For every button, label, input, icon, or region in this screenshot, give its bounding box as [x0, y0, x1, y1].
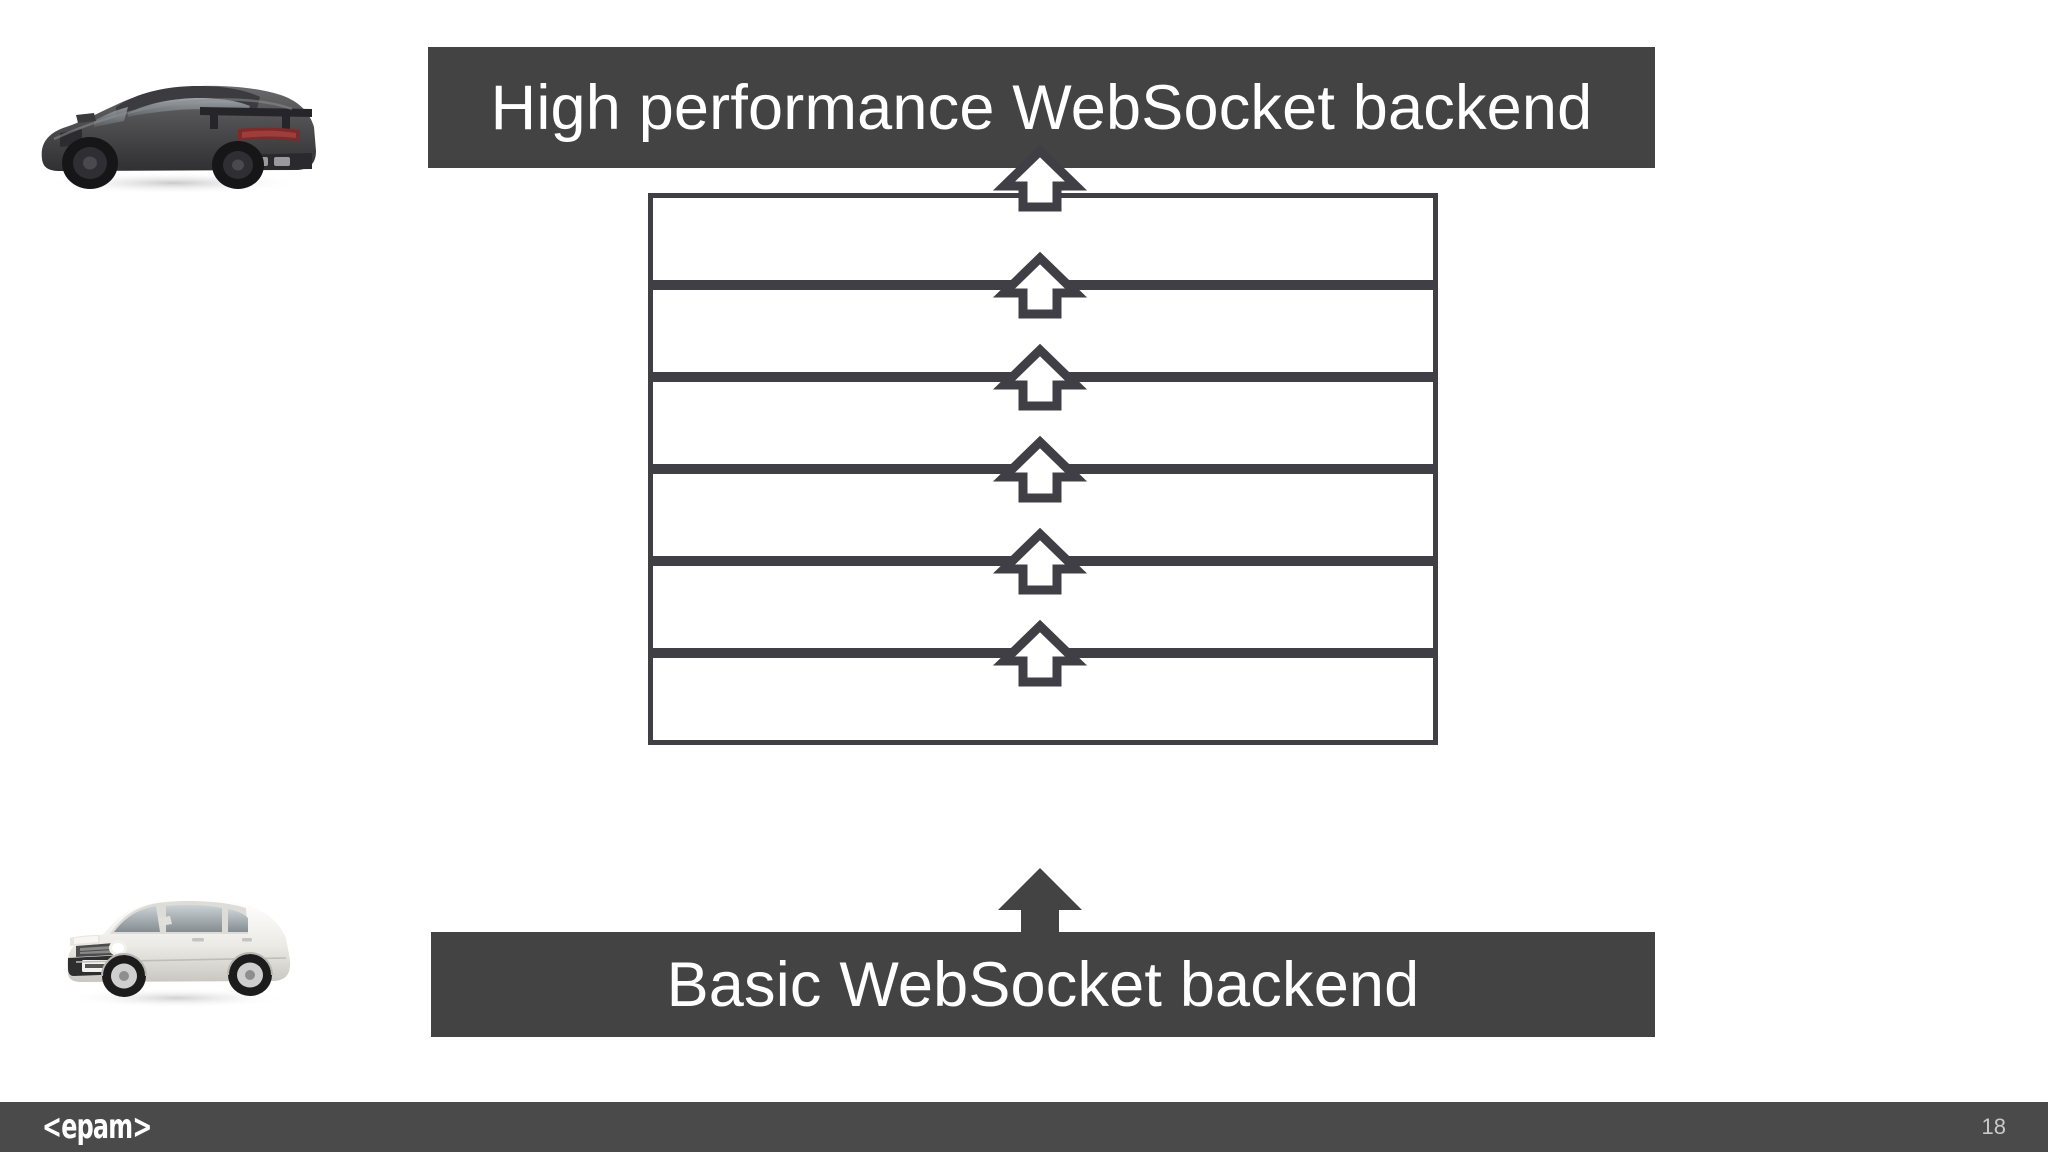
- arrow-box2-to-box3: [992, 343, 1088, 411]
- arrow-box4-to-box5: [992, 527, 1088, 595]
- dark-sports-car-photo: [24, 55, 324, 195]
- banner-high-performance-backend: High performance WebSocket backend: [428, 47, 1655, 168]
- banner-bottom-label: Basic WebSocket backend: [666, 949, 1420, 1020]
- slide-footer: <epam> 18: [0, 1102, 2048, 1152]
- arrow-box1-to-box2: [992, 251, 1088, 319]
- arrow-box5-to-box6: [992, 619, 1088, 687]
- arrow-box3-to-box4: [992, 435, 1088, 503]
- banner-top-label: High performance WebSocket backend: [490, 72, 1593, 143]
- white-hatchback-photo: [52, 880, 302, 1010]
- epam-logo: <epam>: [42, 1107, 152, 1147]
- arrow-from-basic-backend: [996, 868, 1084, 950]
- arrow-to-top-banner: [992, 144, 1088, 212]
- page-number: 18: [1981, 1114, 2006, 1139]
- banner-basic-backend: Basic WebSocket backend: [431, 932, 1655, 1037]
